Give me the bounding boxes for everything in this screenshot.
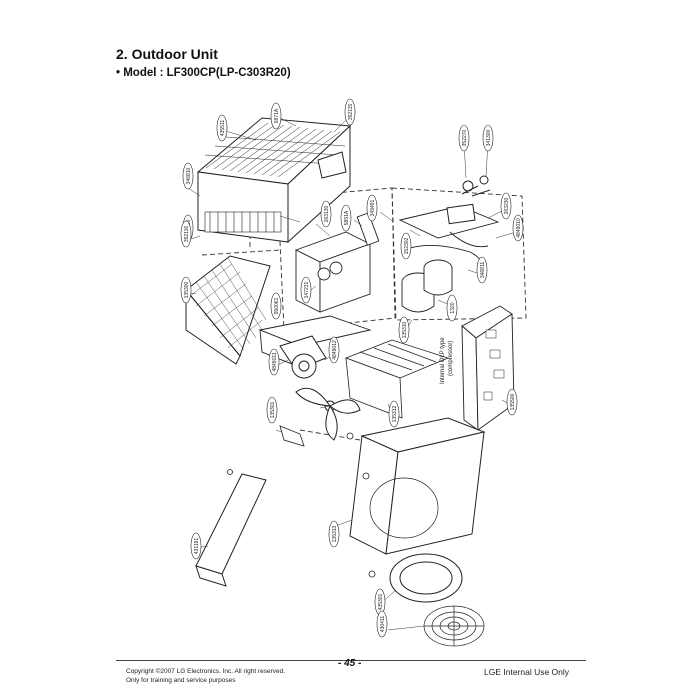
fan-guard-part [423,605,485,647]
part-tag-label: 135312 [392,405,398,422]
part-tag: 135312 [388,400,400,428]
part-tag-label: 6871A [274,108,280,123]
part-tag: 263130 [320,200,332,228]
part-tag: 4849012 [328,336,340,364]
part-tag-label: 5851A [344,210,350,225]
part-tag: 346810 [182,162,194,190]
part-tag-label: 352115 [348,104,354,121]
part-tag: 135300 [180,276,192,304]
copyright-line-2: Only for training and service purposes [126,677,236,684]
part-tag-label: 346811 [480,262,486,279]
dashed-group-electrical [277,187,396,331]
part-tag: 352270 [458,124,470,152]
part-number-tags: 4355113521153468106490306871A2631305851A… [180,98,524,638]
olp-note-line2: (compressor) [448,341,454,376]
part-tag: 435301 [374,588,386,616]
part-tag-label: 431191 [194,538,200,555]
part-tag-label: 263130 [324,205,330,222]
part-tag-label: 435511 [220,120,226,137]
part-tag-label: 352270 [462,129,468,146]
internal-use-label: LGE Internal Use Only [484,667,570,677]
part-tag: 352116 [180,220,192,248]
condenser-coil-part [185,255,271,365]
part-tag-label: 135310 [402,321,408,338]
copyright-line-1: Copyright ©2007 LG Electronics. Inc. All… [126,668,286,675]
fan-motor-part [279,335,327,379]
cabinet-panel-part [195,473,267,587]
part-tag: 349491 [366,194,378,222]
copyright-text: Copyright ©2007 LG Electronics. Inc. All… [126,667,285,685]
barrier-part [344,339,450,419]
bracket-part [227,425,376,578]
part-tag: 135310 [398,316,410,344]
part-tag-label: 135500 [510,393,516,410]
part-tag-label: 550061 [274,297,280,314]
dashed-group-compressor [391,187,527,321]
part-tag: 430411 [376,610,388,638]
part-tag-label: 135313 [332,525,338,542]
dashed-link-2 [201,249,281,256]
part-tag: 1320 [446,294,458,322]
valve-cover-part [317,151,347,179]
part-tag-label: 352116 [184,226,190,243]
part-tag: 152302 [400,232,412,260]
part-tag: 135301 [266,396,278,424]
part-tag-label: 135301 [270,401,276,418]
side-panel-part [461,305,515,431]
part-tag-label: 4849010 [516,218,522,238]
footer-rule [116,660,586,661]
part-tag: 346811 [476,256,488,284]
part-tag-label: 4849011 [272,352,278,371]
part-tag-label: 346810 [186,167,192,184]
part-tag: 435511 [216,114,228,142]
part-tag: 147231 [300,276,312,304]
part-tag-label: 263230 [504,197,510,214]
part-tag-label: 341300 [486,129,492,146]
part-tag-label: 430411 [380,616,386,633]
discharge-ring-part [389,553,463,603]
propeller-fan-part [295,387,361,441]
part-tag: 5851A [340,204,352,232]
front-panel-part [349,417,486,555]
part-tag: 6871A [270,102,282,130]
section-title: 2. Outdoor Unit [116,46,218,62]
part-tag-label: 349491 [370,199,376,216]
part-tag: 135313 [328,520,340,548]
part-tag-label: 4849012 [332,340,338,360]
part-tag-label: 147231 [304,281,310,298]
part-tag: 431191 [190,532,202,560]
part-tag-label: 152302 [404,237,410,254]
part-tag: 550061 [270,292,282,320]
part-tag: 263230 [500,192,512,220]
part-tag: 341300 [482,124,494,152]
part-tag: 135500 [506,388,518,416]
part-tag-label: 1320 [450,302,456,313]
part-tag: 4849010 [512,214,524,242]
part-tag: 4849011 [268,348,280,376]
model-line: • Model : LF300CP(LP-C303R20) [116,67,291,79]
page-number: - 45 - [338,658,362,669]
part-tag-label: 135300 [184,281,190,298]
top-cover-part [196,117,352,244]
service-valves-part [446,175,491,225]
part-tag: 352115 [344,98,356,126]
olp-note-line1: Internal OLP type [440,337,446,384]
part-tag-label: 435301 [378,593,384,610]
